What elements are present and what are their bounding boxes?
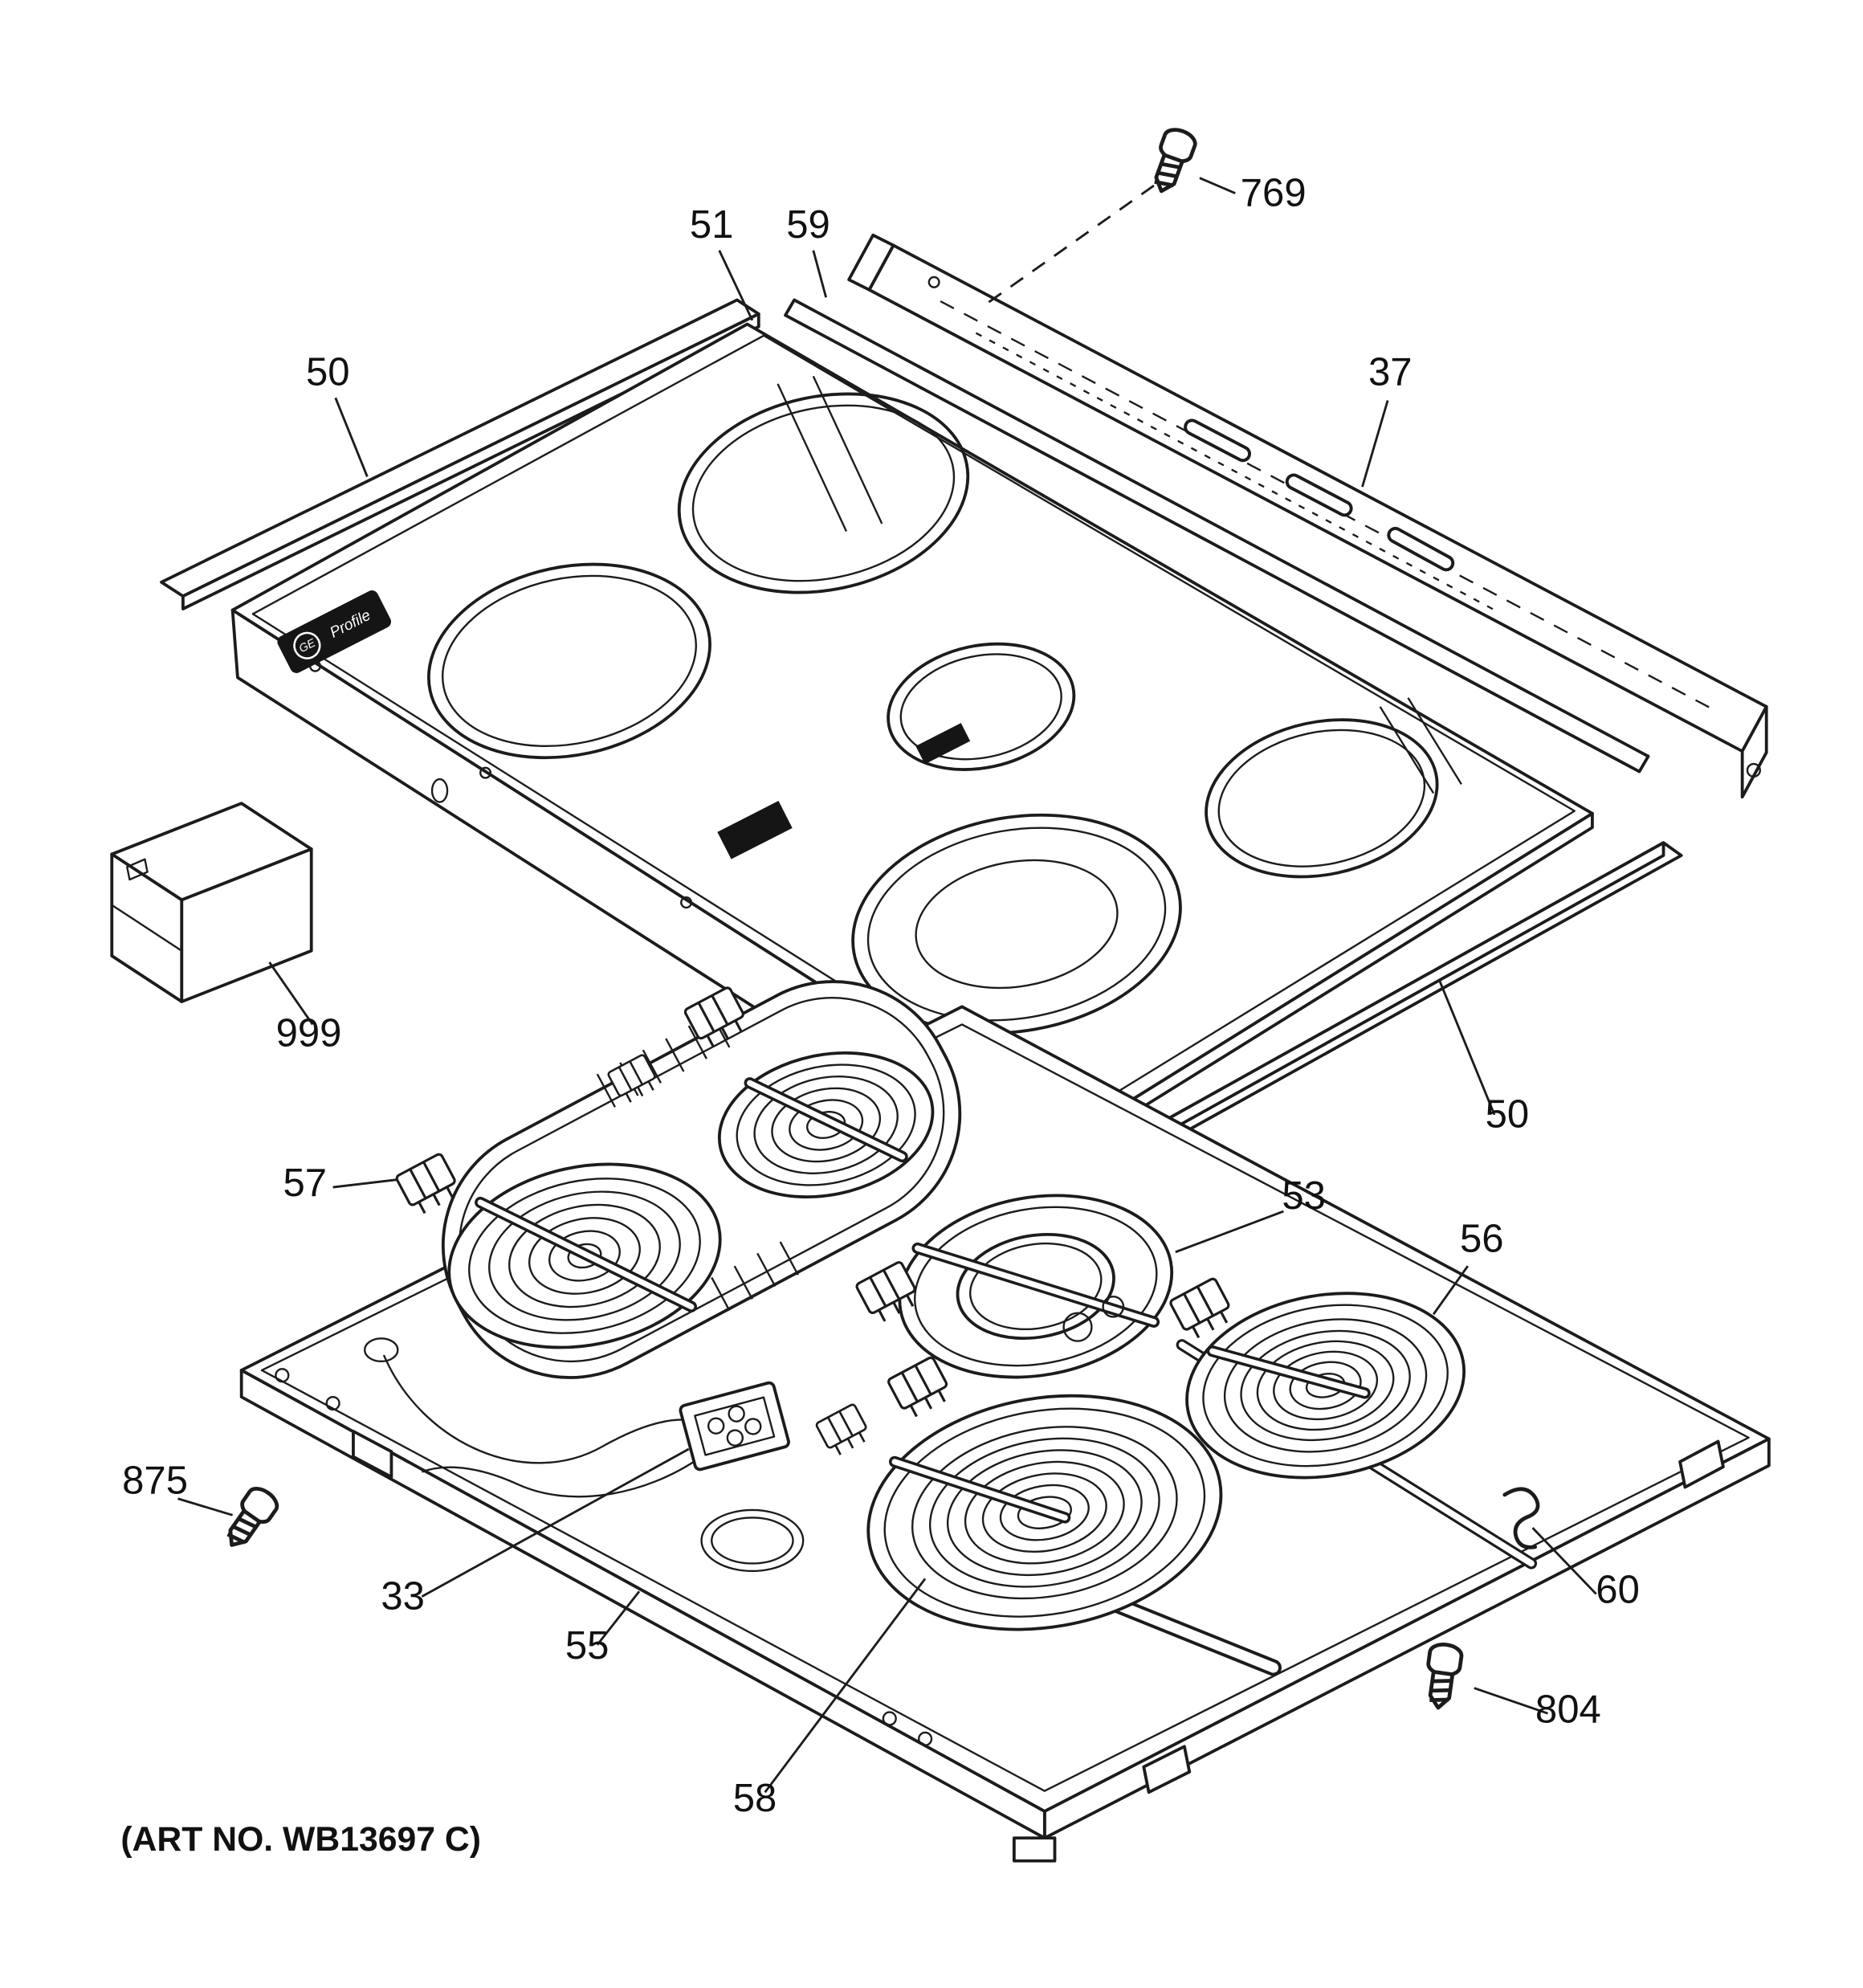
callout-769: 769	[1241, 171, 1307, 214]
callouts: 769 51 59 50 37 999 57 53 56 50 875 33 5…	[122, 171, 1640, 1820]
clip-60	[1502, 1487, 1540, 1549]
callout-51: 51	[690, 203, 734, 247]
callout-57: 57	[283, 1161, 328, 1205]
burner-center-small	[887, 642, 1076, 771]
screw-769	[1147, 126, 1198, 197]
burner-rear-center	[677, 392, 970, 594]
rear-bracket-37	[847, 233, 1768, 799]
element-56	[1185, 1292, 1466, 1480]
panel-knockout-hole	[700, 1508, 805, 1573]
callout-59: 59	[786, 203, 830, 247]
warning-label-small	[915, 723, 971, 765]
wire-harness	[364, 1337, 707, 1498]
callout-999: 999	[276, 1011, 342, 1055]
screw-875	[218, 1484, 281, 1554]
element-53	[854, 1194, 1237, 1379]
callout-33: 33	[381, 1574, 425, 1618]
terminal-block-33	[679, 1381, 790, 1472]
callout-55: 55	[565, 1624, 609, 1668]
trim-strip-50-top	[160, 298, 760, 610]
callout-804: 804	[1535, 1688, 1601, 1731]
dual-element-assembly	[393, 980, 962, 1379]
callout-50-right: 50	[1486, 1093, 1530, 1137]
callout-56: 56	[1460, 1218, 1504, 1261]
warning-label-large	[717, 801, 793, 859]
ge-profile-logo: GE Profile	[277, 590, 392, 673]
shipping-box-999	[110, 802, 313, 1003]
burner-left	[427, 562, 711, 760]
art-number: (ART NO. WB13697 C)	[120, 1820, 481, 1859]
callout-58: 58	[733, 1777, 777, 1820]
callout-53: 53	[1282, 1174, 1326, 1218]
screw-804	[1422, 1643, 1462, 1710]
callout-50-top: 50	[306, 350, 350, 394]
burner-front-center	[851, 813, 1182, 1035]
leader-lines	[177, 177, 1597, 1794]
callout-875: 875	[122, 1459, 188, 1502]
trim-strip-59	[784, 298, 1650, 774]
callout-60: 60	[1596, 1569, 1640, 1612]
callout-37: 37	[1368, 350, 1413, 394]
element-58	[814, 1355, 1223, 1631]
